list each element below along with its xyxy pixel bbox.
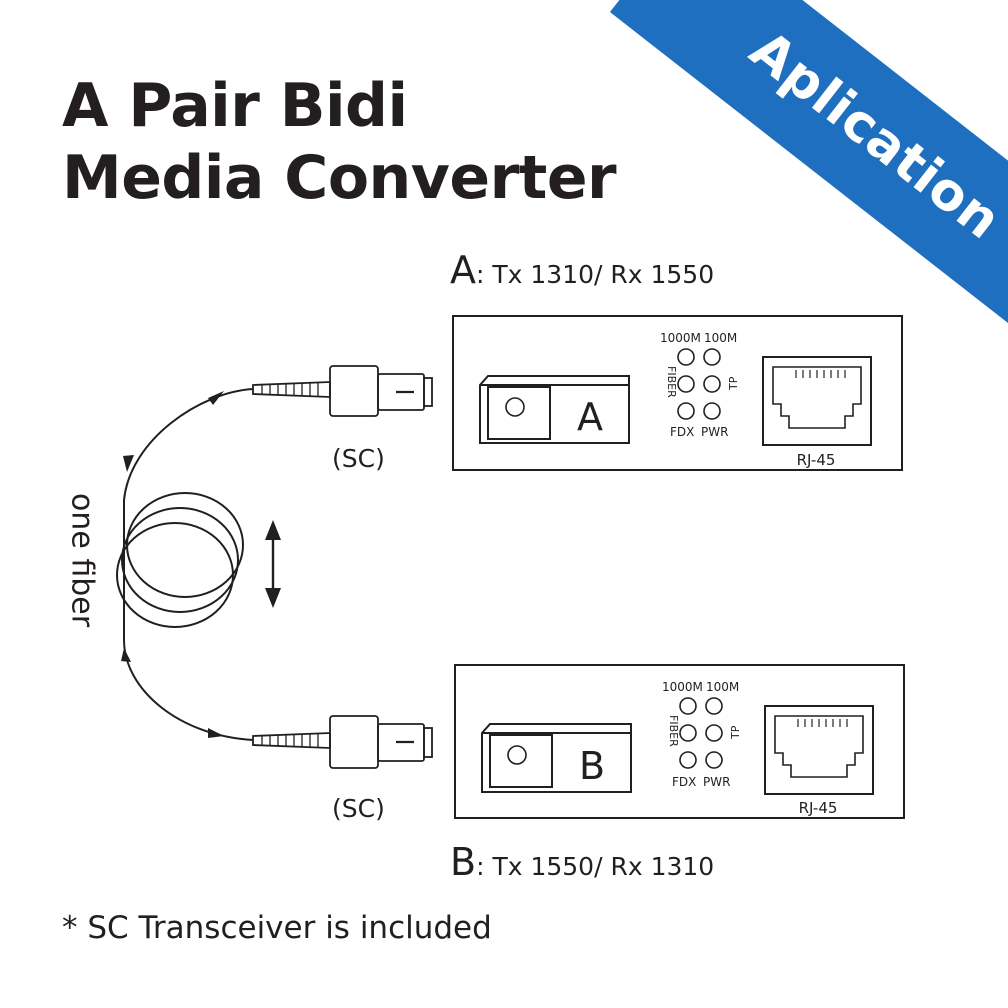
rj45-a-jack-icon xyxy=(772,366,862,429)
led-b-pwr-icon xyxy=(705,751,723,769)
led-b-tp-label: TP xyxy=(729,725,742,740)
led-b-tp-icon xyxy=(705,724,723,742)
rj45-a-port xyxy=(762,356,872,446)
unit-b-letter: B xyxy=(450,840,477,884)
title-line-1: A Pair Bidi xyxy=(62,71,408,141)
unit-a-spec: : Tx 1310/ Rx 1550 xyxy=(476,260,715,289)
led-b-fdx-label: FDX xyxy=(672,775,696,789)
media-converter-a: A 1000M 100M FIBER TP FDX PWR RJ-45 xyxy=(452,315,903,471)
unit-b-spec: : Tx 1550/ Rx 1310 xyxy=(476,852,715,881)
converter-a-body xyxy=(452,315,903,471)
page-title: A Pair Bidi Media Converter xyxy=(62,70,617,214)
led-a-tp-icon xyxy=(703,375,721,393)
led-a-100m-label: 100M xyxy=(704,331,737,345)
led-b-1000m-label: 1000M xyxy=(662,680,703,694)
footnote: * SC Transceiver is included xyxy=(62,910,492,946)
led-b-1000m-icon xyxy=(679,697,697,715)
title-line-2: Media Converter xyxy=(62,143,617,213)
rj45-b-label: RJ-45 xyxy=(799,799,838,817)
sc-connector-a-icon xyxy=(252,365,433,417)
transceiver-b-module xyxy=(481,723,632,793)
converter-b-body xyxy=(454,664,905,819)
transceiver-a-port xyxy=(487,386,551,440)
transceiver-b-port xyxy=(489,734,553,788)
led-a-1000m-icon xyxy=(677,348,695,366)
led-b-100m-icon xyxy=(705,697,723,715)
led-a-100m-icon xyxy=(703,348,721,366)
rj45-b-jack-icon xyxy=(774,715,864,778)
unit-a-label: A: Tx 1310/ Rx 1550 xyxy=(450,248,714,292)
sc-connector-b-icon xyxy=(252,715,433,769)
led-a-fdx-label: FDX xyxy=(670,425,694,439)
led-b-pwr-label: PWR xyxy=(703,775,730,789)
led-a-fiber-icon xyxy=(677,375,695,393)
transceiver-a-module xyxy=(479,375,630,444)
led-b-fdx-icon xyxy=(679,751,697,769)
led-a-fiber-label: FIBER xyxy=(665,366,678,398)
unit-a-letter: A xyxy=(450,248,476,292)
led-a-1000m-label: 1000M xyxy=(660,331,701,345)
transceiver-a-ferrule-icon xyxy=(505,397,525,417)
rj45-b-port xyxy=(764,705,874,795)
connector-a-label: (SC) xyxy=(332,444,385,473)
bidirectional-arrow-icon xyxy=(265,520,281,608)
rj45-a-label: RJ-45 xyxy=(797,451,836,469)
unit-b-label: B: Tx 1550/ Rx 1310 xyxy=(450,840,714,884)
module-a-letter: A xyxy=(577,395,603,439)
led-b-fiber-label: FIBER xyxy=(667,715,680,747)
led-b-fiber-icon xyxy=(679,724,697,742)
led-a-tp-label: TP xyxy=(727,376,740,391)
led-b-100m-label: 100M xyxy=(706,680,739,694)
fiber-cable xyxy=(116,388,254,741)
led-a-pwr-icon xyxy=(703,402,721,420)
led-a-pwr-label: PWR xyxy=(701,425,728,439)
connector-b-label: (SC) xyxy=(332,794,385,823)
led-a-fdx-icon xyxy=(677,402,695,420)
module-b-letter: B xyxy=(579,744,605,788)
media-converter-b: B 1000M 100M FIBER TP FDX PWR RJ-45 xyxy=(454,664,905,819)
transceiver-b-ferrule-icon xyxy=(507,745,527,765)
